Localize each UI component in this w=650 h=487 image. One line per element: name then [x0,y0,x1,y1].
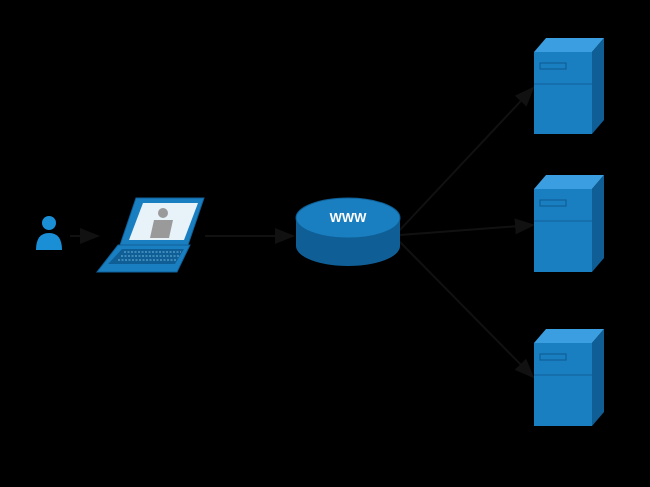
server-2-label: web应用服务器 [540,279,597,289]
server-3-label: web应用服务器 [540,433,597,443]
edge-gateway-server-1 [397,86,535,233]
server-1-label: web应用服务器 [540,141,597,151]
gateway-text: WWW [330,210,368,225]
user-icon [36,216,62,250]
server-icon [534,329,604,426]
laptop-icon [95,197,205,273]
edge-gateway-server-3 [397,239,535,379]
gateway-label: Nginx服务器 [323,278,370,288]
server-icon [534,38,604,134]
server-icon [534,175,604,272]
cloud-router-icon: WWW [295,197,401,266]
edge-gateway-server-2 [399,218,535,236]
client-label: 客户端 [138,283,162,293]
